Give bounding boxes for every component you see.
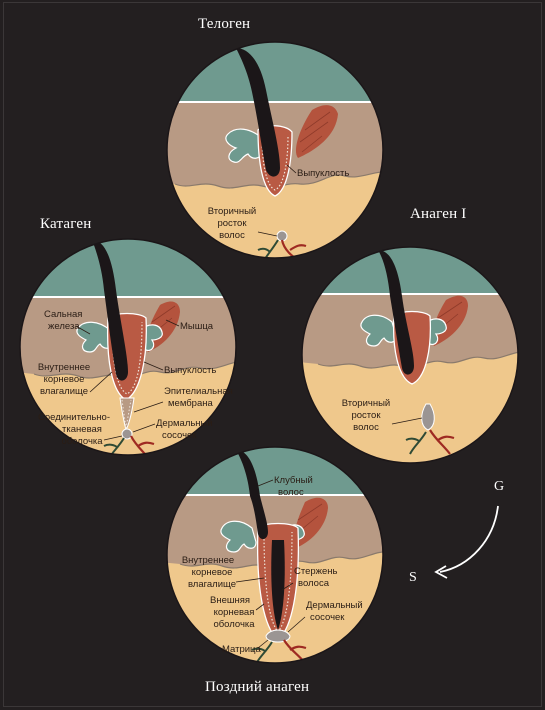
catagen-ct-sheath-label-2: тканевая [62,424,102,435]
late-anagen-circle: Клубный волос Внутреннее корневое влагал… [166,446,384,664]
catagen-irs-label-3: влагалище [40,386,88,397]
late-irs-label-1: Внутреннее [182,555,234,566]
cycle-label-g: G [494,479,504,494]
telogen-bulge-label: Выпуклость [297,168,349,179]
late-papilla-label-1: Дермальный [306,600,363,611]
late-shaft-label-1: Стержень [294,566,338,577]
late-matrix-label: Матрица [222,644,261,655]
telogen-germ-label-1: Вторичный [208,206,256,217]
late-ors-label-3: оболочка [213,619,255,630]
late-club-label-1: Клубный [274,475,313,486]
anagen1-title: Анаген I [410,206,467,222]
anagen1-germ-label-3: волос [353,422,379,433]
catagen-irs-label-1: Внутреннее [38,362,90,373]
catagen-papilla-label-1: Дермальный [156,418,213,429]
catagen-circle: Сальная железа Мышца Внутреннее корневое… [19,238,237,456]
cycle-arrow: G S [409,479,504,585]
catagen-membrane-label-1: Эпителиальная [164,386,233,397]
late-irs-label-3: влагалище [188,579,236,590]
telogen-germ-label-3: волос [219,230,245,241]
catagen-bulge-label: Выпуклость [164,365,216,376]
catagen-membrane-label-2: мембрана [168,398,213,409]
anagen1-germ-label-2: росток [351,410,381,421]
telogen-germ-label-2: росток [217,218,247,229]
figure-frame [3,2,542,707]
late-papilla-label-2: сосочек [310,612,345,623]
telogen-circle: Выпуклость Вторичный росток волос [166,41,384,259]
late-anagen-title: Поздний анаген [205,679,310,695]
cycle-label-s: S [409,570,417,585]
catagen-irs-label-2: корневое [44,374,85,385]
catagen-ct-sheath-label-1: Соединительно- [38,412,110,423]
late-irs-label-2: корневое [192,567,233,578]
late-club-label-2: волос [278,487,304,498]
catagen-muscle-label: Мышца [180,321,214,332]
late-shaft-label-2: волоса [298,578,330,589]
catagen-gland-label-1: Сальная [44,309,82,320]
catagen-ct-sheath-label-3: оболочка [61,436,103,447]
catagen-title: Катаген [40,216,92,232]
catagen-gland-label-2: железа [48,321,80,332]
late-ors-label-2: корневая [214,607,255,618]
telogen-title: Телоген [198,16,251,32]
late-ors-label-1: Внешняя [210,595,250,606]
anagen1-germ-label-1: Вторичный [342,398,390,409]
catagen-papilla-label-2: сосочек [162,430,197,441]
anagen1-circle: Вторичный росток волос [301,246,519,464]
